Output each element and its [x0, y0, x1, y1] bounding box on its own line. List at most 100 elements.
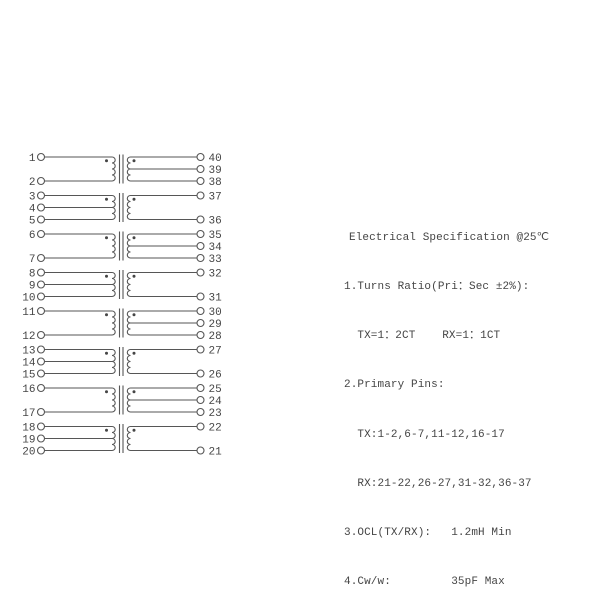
pin-terminal [36, 203, 46, 212]
polarity-dot [132, 274, 136, 278]
pin-terminal [196, 422, 205, 431]
pin-terminal [196, 446, 205, 455]
pin-label: 19 [22, 434, 35, 446]
pin-label: 20 [22, 446, 35, 458]
polarity-dot [105, 428, 108, 432]
pin-label: 16 [22, 384, 35, 396]
electrical-spec-block: Electrical Specification @25℃ 1.Turns Ra… [344, 197, 574, 600]
pin-label: 15 [22, 369, 35, 381]
spec-line-ocl: 3.OCL(TX/RX): 1.2mH Min [344, 527, 512, 540]
pin-terminal [196, 152, 205, 162]
polarity-dot [105, 313, 108, 317]
pin-label: 8 [29, 268, 36, 280]
pin-terminal [36, 215, 46, 224]
polarity-dot [105, 197, 108, 201]
winding-wires [44, 424, 197, 453]
winding-wires [44, 154, 197, 184]
pin-terminal [196, 395, 205, 405]
winding-wires [44, 385, 197, 415]
pin-label: 22 [209, 422, 222, 434]
pin-terminal [36, 422, 46, 431]
pin-label: 37 [209, 191, 222, 203]
pin-label: 36 [209, 215, 222, 227]
pin-terminal [196, 318, 205, 328]
pin-label: 38 [209, 177, 222, 189]
pin-terminal [36, 191, 46, 200]
pin-label: 3 [29, 191, 36, 203]
pin-label: 26 [209, 369, 222, 381]
pin-terminal [36, 280, 46, 289]
pin-terminal [36, 369, 46, 378]
pin-terminal [36, 229, 46, 239]
pin-label: 27 [209, 345, 222, 357]
spec-line-tx-pins: TX:1-2,6-7,11-12,16-17 [344, 428, 505, 441]
pin-label: 10 [22, 292, 35, 304]
pin-label: 2 [29, 177, 36, 189]
pin-terminal [36, 434, 46, 443]
pin-label: 28 [209, 331, 222, 343]
pin-label: 24 [209, 396, 223, 408]
pin-label: 9 [29, 280, 36, 292]
pin-terminal [36, 292, 46, 301]
pin-terminal [196, 369, 205, 378]
pin-label: 12 [22, 331, 35, 343]
pin-terminal [196, 268, 205, 277]
polarity-dot [105, 390, 108, 394]
pin-label: 23 [209, 408, 222, 420]
polarity-dot [132, 159, 136, 163]
pin-terminal [196, 345, 205, 354]
pin-terminal [196, 407, 205, 417]
polarity-dot [132, 236, 136, 240]
pin-terminal [196, 330, 205, 340]
winding-wires [44, 308, 197, 338]
spec-line-ratio-values: TX=1：2CT RX=1：1CT [344, 330, 501, 343]
polarity-dot [105, 274, 108, 278]
pin-terminal [36, 345, 46, 354]
pin-terminal [36, 383, 46, 393]
polarity-dot [132, 390, 136, 394]
pin-label: 35 [209, 230, 222, 242]
polarity-dot [105, 159, 108, 163]
pin-terminal [36, 446, 46, 455]
spec-line-rx-pins: RX:21-22,26-27,31-32,36-37 [344, 477, 532, 490]
pin-label: 39 [209, 165, 222, 177]
polarity-dot [132, 428, 136, 432]
pin-terminal [36, 330, 46, 340]
spec-line-primary-pins: 2.Primary Pins: [344, 379, 445, 392]
pin-terminal [36, 176, 46, 186]
pin-terminal [36, 357, 46, 366]
pin-terminal [196, 215, 205, 224]
pin-terminal [196, 176, 205, 186]
pin-terminal [36, 407, 46, 417]
pin-label: 7 [29, 254, 36, 266]
pin-label: 6 [29, 230, 36, 242]
pin-label: 29 [209, 319, 222, 331]
pin-label: 25 [209, 384, 222, 396]
pin-terminal [36, 152, 46, 162]
pin-label: 33 [209, 254, 222, 266]
pin-terminal [196, 383, 205, 393]
pin-label: 21 [209, 446, 223, 458]
polarity-dot [132, 313, 136, 317]
polarity-dot [132, 197, 136, 201]
pin-terminal [196, 241, 205, 251]
polarity-dot [105, 236, 108, 240]
pin-terminal [196, 229, 205, 239]
pin-label: 17 [22, 408, 35, 420]
pin-label: 13 [22, 345, 35, 357]
winding-wires [44, 347, 197, 376]
pin-label: 14 [22, 357, 36, 369]
pin-terminal [196, 292, 205, 301]
pin-label: 4 [29, 203, 36, 215]
polarity-dot [132, 351, 136, 355]
pin-label: 30 [209, 307, 222, 319]
